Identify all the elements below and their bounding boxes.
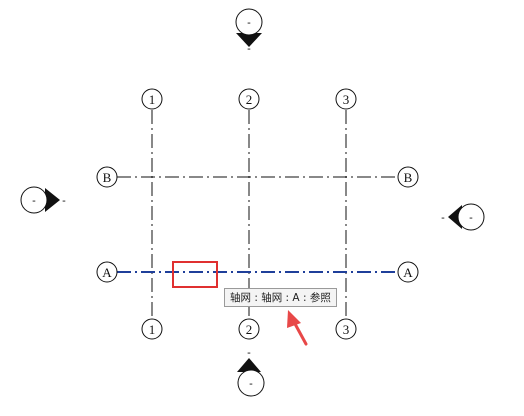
elevation-marker-bottom-label: - [249,378,253,390]
grid-bubble-2-bottom: 2 [246,322,253,337]
grid-tooltip: 轴网 : 轴网 : A : 参照 [224,288,337,307]
grid-bubble-a-left: A [102,265,112,280]
annotation-arrow-icon [287,310,308,346]
grid-bubble-b-left: B [103,170,112,185]
elevation-marker-bottom-tick: - [247,347,251,359]
elevation-marker-left[interactable]: - - [20,186,66,214]
grid-bubble-3-top: 3 [343,92,350,107]
elevation-marker-top-label: - [247,17,251,29]
grid-bubble-a-right: A [403,265,413,280]
elevation-marker-right-label: - [469,212,473,224]
elevation-marker-right[interactable]: - - [441,203,485,231]
grid-line-3[interactable]: 3 3 [335,88,357,340]
grid-line-a[interactable]: A A [96,261,419,283]
elevation-marker-left-tick: - [62,195,66,207]
grid-line-2[interactable]: 2 2 [238,88,260,340]
grid-line-b[interactable]: B B [96,166,419,188]
grid-bubble-b-right: B [404,170,413,185]
grid-line-1[interactable]: 1 1 [141,88,163,340]
grid-bubble-2-top: 2 [246,92,253,107]
grid-bubble-1-bottom: 1 [149,322,156,337]
elevation-marker-top[interactable]: - - [235,8,263,55]
hover-highlight-box [172,261,218,288]
elevation-marker-bottom[interactable]: - - [237,347,265,397]
elevation-marker-right-tick: - [441,212,445,224]
elevation-marker-left-label: - [32,195,36,207]
grid-bubble-3-bottom: 3 [343,322,350,337]
grid-bubble-1-top: 1 [149,92,156,107]
elevation-marker-top-tick: - [247,43,251,55]
